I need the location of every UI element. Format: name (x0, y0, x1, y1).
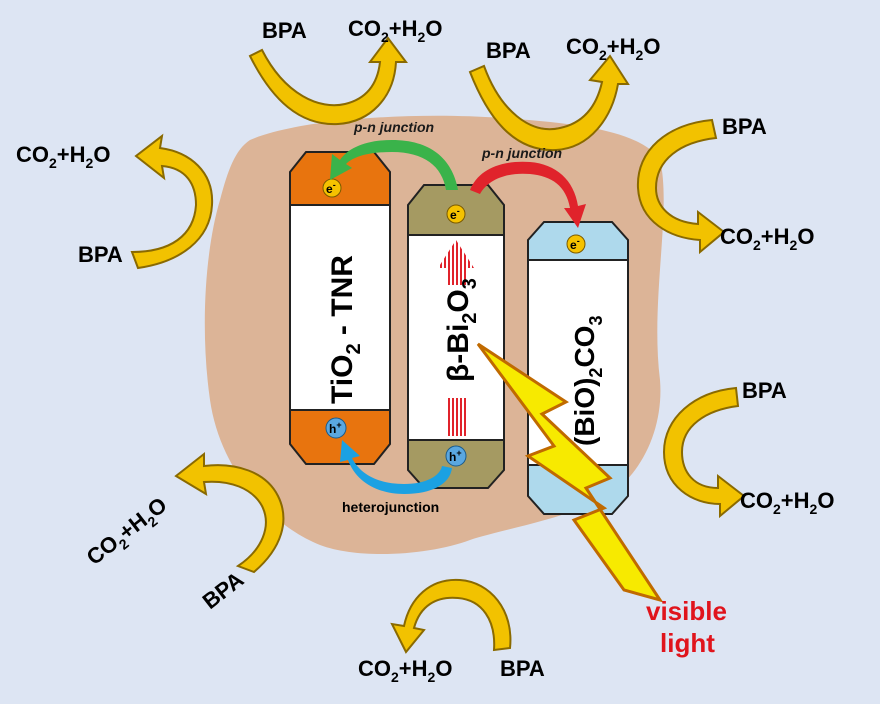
reaction-arrow-top-center (468, 54, 630, 152)
reaction-arrow-bottom-center (390, 578, 512, 654)
tio2-label: TiO2 - TNR (326, 255, 365, 404)
product-label: CO2+H2O (16, 142, 110, 171)
heterojunction-label: heterojunction (342, 499, 439, 515)
tio2-column: TiO2 - TNR (289, 151, 391, 465)
visible-light-label-line2: light (660, 628, 715, 658)
svg-text:h+: h+ (449, 448, 462, 464)
reaction-arrow-right-top (636, 118, 726, 255)
reaction-arrow-right-bottom (662, 386, 746, 519)
hole-bi2o3: h+ (445, 445, 467, 467)
product-label: CO2+H2O (358, 656, 452, 685)
lightning-bolt (476, 342, 664, 603)
reactant-label: BPA (742, 378, 787, 403)
bi2o3-label: β-Bi2O3 (442, 278, 481, 382)
reactant-label: BPA (500, 656, 545, 681)
product-label: CO2+H2O (740, 488, 834, 517)
svg-text:h+: h+ (329, 420, 342, 436)
hole-tio2: h+ (325, 417, 347, 439)
bi2o3-column: β-Bi2O3 (407, 184, 505, 489)
pn-junction-arrow-green (330, 140, 458, 190)
electron-bi2o3: e- (446, 204, 466, 224)
svg-text:e-: e- (326, 180, 336, 196)
heterojunction-arrow-blue (340, 440, 452, 494)
bioco3-label: (BiO)2CO3 (569, 316, 606, 446)
electron-tio2: e- (322, 178, 342, 198)
svg-text:e-: e- (450, 206, 460, 222)
electron-bioco3: e- (566, 234, 586, 254)
product-label: CO2+H2O (720, 224, 814, 253)
pn-junction-label-2: p-n junction (481, 145, 562, 161)
tio2-conduction-band (289, 151, 391, 206)
visible-light-label-line1: visible (646, 596, 727, 626)
reaction-arrow-top-left (248, 36, 408, 126)
product-label: CO2+H2O (348, 16, 442, 45)
excitation-arrow (438, 240, 474, 285)
reaction-arrow-left (130, 133, 214, 270)
pn-junction-arrow-red (470, 161, 586, 228)
reactant-label: BPA (262, 18, 307, 43)
reactant-label: BPA (722, 114, 767, 139)
product-label: CO2+H2O (566, 34, 660, 63)
reactant-label: BPA (78, 242, 123, 267)
svg-text:e-: e- (570, 236, 580, 252)
pn-junction-label-1: p-n junction (353, 119, 434, 135)
reactant-label: BPA (486, 38, 531, 63)
excitation-stem (446, 398, 466, 436)
reaction-arrow-bottom-left (174, 451, 285, 574)
